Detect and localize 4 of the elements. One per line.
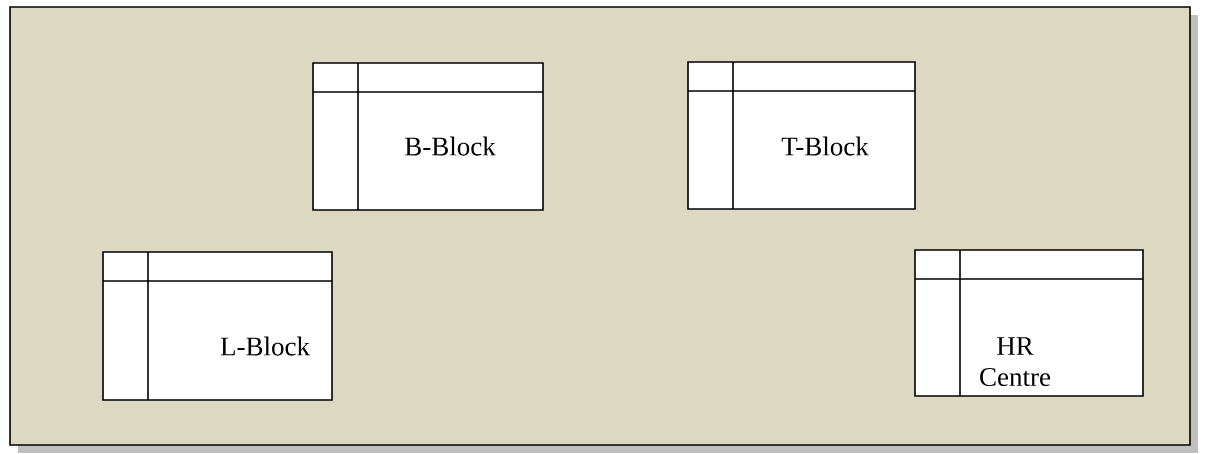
building-box: L-Block: [102, 251, 333, 401]
building-box: T-Block: [687, 61, 916, 210]
building-box: B-Block: [312, 62, 544, 211]
building-box: HR Centre: [914, 249, 1144, 397]
